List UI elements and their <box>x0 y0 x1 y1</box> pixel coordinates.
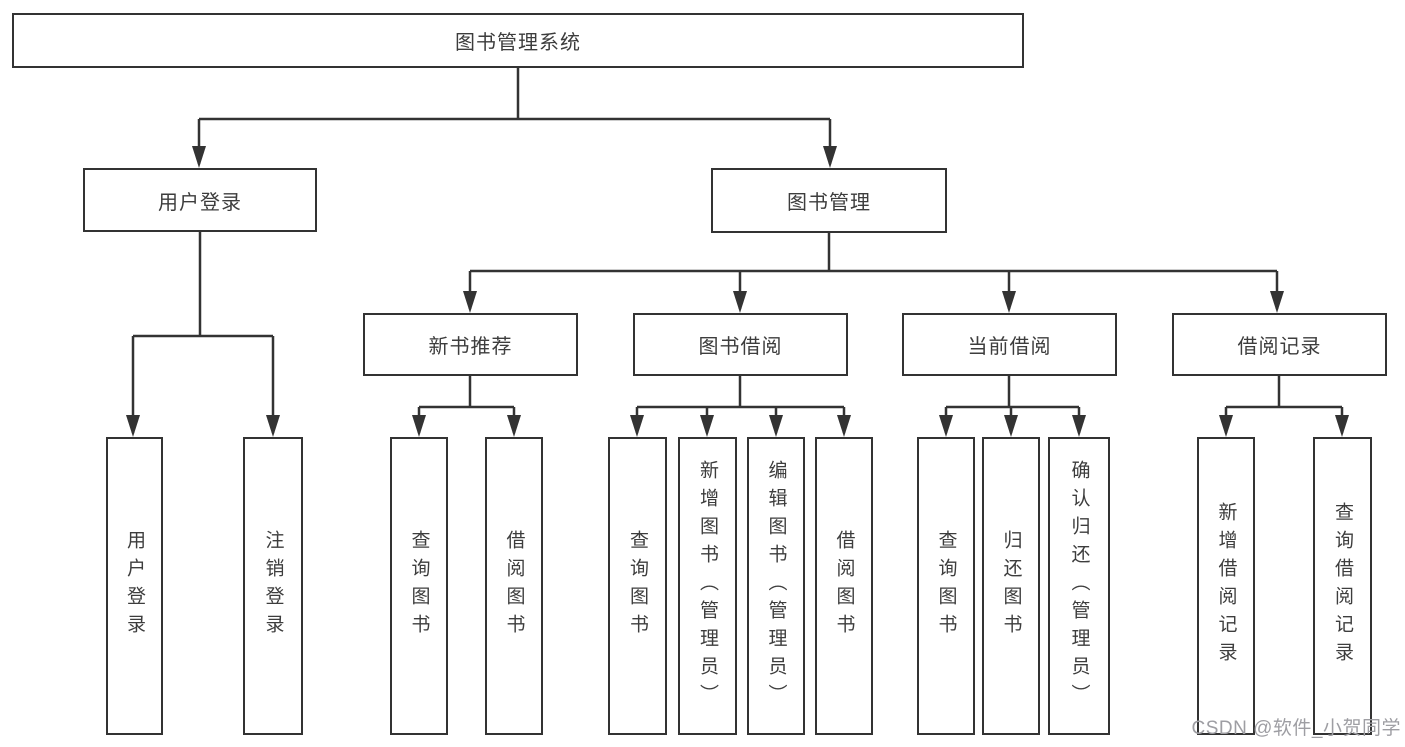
node-new-book-recommendation: 新书推荐 <box>363 313 578 376</box>
arrow-down-icon <box>1004 415 1018 437</box>
arrow-down-icon <box>192 146 206 168</box>
arrow-down-icon <box>1072 415 1086 437</box>
connector-book-borrowing <box>635 376 846 433</box>
node-label: 查询图书 <box>408 530 430 642</box>
arrow-down-icon <box>1002 291 1016 313</box>
node-borrowing-records: 借阅记录 <box>1172 313 1387 376</box>
node-library-management-system: 图书管理系统 <box>12 13 1024 68</box>
connector-book-management <box>468 233 1279 309</box>
node-leaf-return-books: 归还图书 <box>982 437 1040 735</box>
arrow-down-icon <box>823 146 837 168</box>
arrow-down-icon <box>769 415 783 437</box>
arrow-down-icon <box>126 415 140 437</box>
node-label: 用户登录 <box>158 191 242 214</box>
node-leaf-confirm-return-admin: 确认归还（管理员） <box>1048 437 1110 735</box>
node-leaf-logout: 注销登录 <box>243 437 303 735</box>
node-label: 图书管理 <box>787 192 871 214</box>
node-label: 新增图书（管理员） <box>697 460 718 712</box>
node-label: 当前借阅 <box>967 336 1052 358</box>
node-label: 查询图书 <box>627 530 648 642</box>
node-label: 新增借阅记录 <box>1215 502 1237 670</box>
connector-new-book-recommendation <box>417 376 516 433</box>
arrow-down-icon <box>1219 415 1233 437</box>
node-leaf-add-borrow-record: 新增借阅记录 <box>1197 437 1255 735</box>
node-current-borrowing: 当前借阅 <box>902 313 1117 376</box>
node-label: 编辑图书（管理员） <box>765 460 787 712</box>
arrow-down-icon <box>463 291 477 313</box>
node-book-borrowing: 图书借阅 <box>633 313 848 376</box>
node-leaf-query-books-borrowing: 查询图书 <box>608 437 667 735</box>
node-book-management: 图书管理 <box>711 168 947 233</box>
node-label: 归还图书 <box>1000 530 1022 642</box>
connector-root <box>197 68 832 164</box>
arrowheads <box>126 146 1349 437</box>
arrow-down-icon <box>266 415 280 437</box>
node-user-login: 用户登录 <box>83 168 317 232</box>
node-label: 确认归还（管理员） <box>1068 460 1090 712</box>
node-leaf-borrow-books-recommendation: 借阅图书 <box>485 437 543 735</box>
node-label: 图书管理系统 <box>455 32 581 54</box>
arrow-down-icon <box>412 415 426 437</box>
node-leaf-query-books-recommendation: 查询图书 <box>390 437 448 735</box>
arrow-down-icon <box>837 415 851 437</box>
node-leaf-user-login: 用户登录 <box>106 437 163 735</box>
connector-user-login <box>131 232 275 433</box>
node-label: 查询借阅记录 <box>1332 502 1353 670</box>
node-label: 图书借阅 <box>698 336 783 358</box>
node-label: 新书推荐 <box>428 336 513 358</box>
connector-borrowing-records <box>1224 376 1344 433</box>
node-label: 借阅图书 <box>503 530 525 642</box>
arrow-down-icon <box>630 415 644 437</box>
arrow-down-icon <box>700 415 714 437</box>
arrow-down-icon <box>939 415 953 437</box>
arrow-down-icon <box>1335 415 1349 437</box>
arrow-down-icon <box>733 291 747 313</box>
node-leaf-query-borrow-record: 查询借阅记录 <box>1313 437 1372 735</box>
arrow-down-icon <box>1270 291 1284 313</box>
node-label: 借阅图书 <box>833 530 855 642</box>
node-label: 借阅记录 <box>1237 336 1322 358</box>
node-label: 查询图书 <box>935 530 957 642</box>
node-leaf-add-book-admin: 新增图书（管理员） <box>678 437 737 735</box>
csdn-watermark: CSDN @软件_小贺同学 <box>1191 718 1401 739</box>
node-label: 注销登录 <box>262 530 284 642</box>
node-leaf-edit-book-admin: 编辑图书（管理员） <box>747 437 805 735</box>
node-leaf-borrow-books: 借阅图书 <box>815 437 873 735</box>
arrow-down-icon <box>507 415 521 437</box>
node-leaf-query-books-current: 查询图书 <box>917 437 975 735</box>
node-label: 用户登录 <box>124 530 145 642</box>
connector-paths <box>131 68 1344 433</box>
